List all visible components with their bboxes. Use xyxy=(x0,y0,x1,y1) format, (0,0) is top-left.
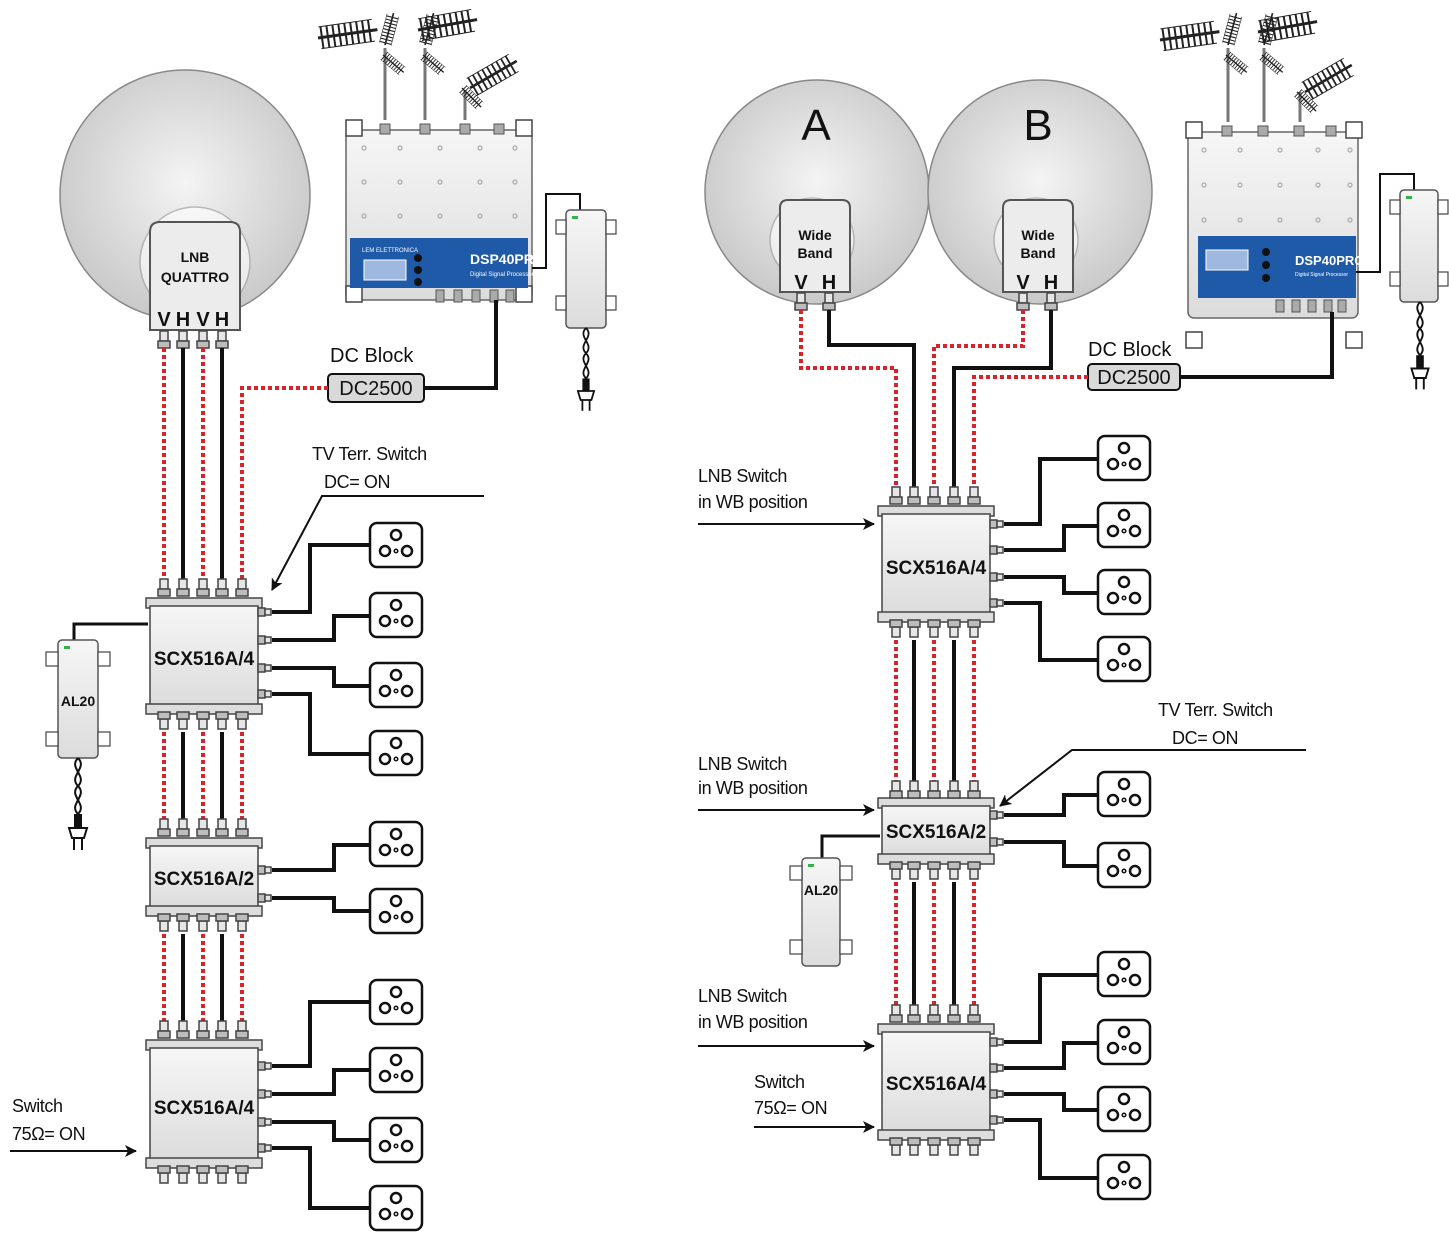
tv-outlet xyxy=(368,887,424,935)
lnb-a-port-v: V xyxy=(794,272,808,294)
power-supply-processor xyxy=(532,193,617,412)
lnb-wideband-b: Wide Band V H xyxy=(1002,199,1074,311)
al20-power-supply-left: AL20 xyxy=(45,622,148,851)
lnb-label-line1: LNB xyxy=(181,249,210,265)
power-supply-processor-right xyxy=(1356,173,1449,391)
lnb-port-h2: H xyxy=(215,309,229,331)
lnb-a-port-h: H xyxy=(822,272,836,294)
multiswitch-left-3-label: SCX516A/4 xyxy=(154,1098,255,1119)
multiswitch-left-1-label: SCX516A/4 xyxy=(154,649,255,670)
processor-model-right: DSP40PRO xyxy=(1295,253,1364,268)
satellite-dish-b xyxy=(927,79,1153,305)
tv-outlet xyxy=(1096,568,1152,616)
multiswitch-right-3: SCX516A/4 xyxy=(877,1004,1004,1156)
al20-label-left: AL20 xyxy=(61,693,95,709)
tv-outlet xyxy=(368,591,424,639)
multiswitch-right-1-label: SCX516A/4 xyxy=(886,558,987,579)
switch-line2-left: 75Ω= ON xyxy=(12,1124,85,1144)
lnb-switch-3-line2: in WB position xyxy=(698,1012,807,1032)
tv-outlet xyxy=(368,1116,424,1164)
lnb-b-port-h: H xyxy=(1044,272,1058,294)
tv-terr-switch-line1-left: TV Terr. Switch xyxy=(312,444,427,464)
lnb-wideband-a: Wide Band V H xyxy=(779,199,851,311)
lnb-b-line2: Band xyxy=(1021,245,1056,261)
dc-block-title-right: DC Block xyxy=(1088,339,1172,361)
multiswitch-left-2-label: SCX516A/2 xyxy=(154,869,254,890)
dsp40-processor-right: DSP40PRO Digital Signal Processor xyxy=(1185,121,1364,349)
tv-outlet xyxy=(368,978,424,1026)
tv-outlet xyxy=(1096,1018,1152,1066)
lnb-port-v1: V xyxy=(157,309,171,331)
lnb-port-v2: V xyxy=(196,309,210,331)
lnb-switch-1-line1: LNB Switch xyxy=(698,466,787,486)
tv-outlet xyxy=(1096,635,1152,683)
processor-model: DSP40PRO xyxy=(470,251,545,267)
lnb-port-h1: H xyxy=(176,309,190,331)
multiswitch-right-3-label: SCX516A/4 xyxy=(886,1074,987,1095)
multiswitch-right-2: SCX516A/2 xyxy=(877,780,1004,880)
dish-a-label: A xyxy=(801,101,831,150)
tv-outlet xyxy=(368,661,424,709)
lnb-b-line1: Wide xyxy=(1021,227,1055,243)
switch-line1-left: Switch xyxy=(12,1096,63,1116)
dsp40-processor: LEM ELETTRONICA DSP40PRO Digital Signal … xyxy=(345,119,545,303)
lnb-switch-3-line1: LNB Switch xyxy=(698,986,787,1006)
lnb-a-line1: Wide xyxy=(798,227,832,243)
al20-power-supply-right: AL20 xyxy=(789,834,880,967)
multiswitch-left-1: SCX516A/4 xyxy=(145,578,272,730)
lnb-label-line2: QUATTRO xyxy=(161,269,229,285)
tv-outlet xyxy=(1096,950,1152,998)
tv-terr-switch-line1-right: TV Terr. Switch xyxy=(1158,700,1273,720)
processor-subtitle: Digital Signal Processor xyxy=(470,272,534,278)
lnb-a-line2: Band xyxy=(798,245,833,261)
dc-block-label-right: DC2500 xyxy=(1097,367,1170,389)
processor-brand: LEM ELETTRONICA xyxy=(362,248,418,254)
terrestrial-antennas xyxy=(314,7,524,120)
tv-outlet xyxy=(368,729,424,777)
tv-terr-switch-line2-right: DC= ON xyxy=(1172,728,1238,748)
tv-outlet xyxy=(1096,841,1152,889)
multiswitch-left-2: SCX516A/2 xyxy=(145,818,272,932)
lnb-switch-1-line2: in WB position xyxy=(698,492,807,512)
al20-label-right: AL20 xyxy=(804,882,838,898)
multiswitch-right-1: SCX516A/4 xyxy=(877,486,1004,638)
tv-outlet xyxy=(368,1184,424,1232)
tv-outlet xyxy=(1096,434,1152,482)
tv-outlet xyxy=(1096,501,1152,549)
dish-b-label: B xyxy=(1023,101,1052,150)
tv-outlet xyxy=(368,1046,424,1094)
dc-block-label-left: DC2500 xyxy=(339,378,412,400)
switch-line2-right: 75Ω= ON xyxy=(754,1098,827,1118)
tv-outlet xyxy=(1096,770,1152,818)
lnb-switch-2-line2: in WB position xyxy=(698,778,807,798)
tv-outlet xyxy=(1096,1085,1152,1133)
processor-subtitle-right: Digital Signal Processor xyxy=(1295,272,1348,278)
lnb-switch-2-line1: LNB Switch xyxy=(698,754,787,774)
switch-line1-right: Switch xyxy=(754,1072,805,1092)
lnb-quattro: LNB QUATTRO V H V H xyxy=(149,221,241,349)
dc-block-title-left: DC Block xyxy=(330,345,414,367)
tv-outlet xyxy=(1096,1153,1152,1201)
tv-outlet xyxy=(368,521,424,569)
terrestrial-antennas-right xyxy=(1156,9,1359,122)
multiswitch-left-3: SCX516A/4 xyxy=(145,1020,272,1184)
lnb-b-port-v: V xyxy=(1016,272,1030,294)
tv-terr-switch-line2-left: DC= ON xyxy=(324,472,390,492)
multiswitch-right-2-label: SCX516A/2 xyxy=(886,822,986,843)
tv-outlet xyxy=(368,820,424,868)
